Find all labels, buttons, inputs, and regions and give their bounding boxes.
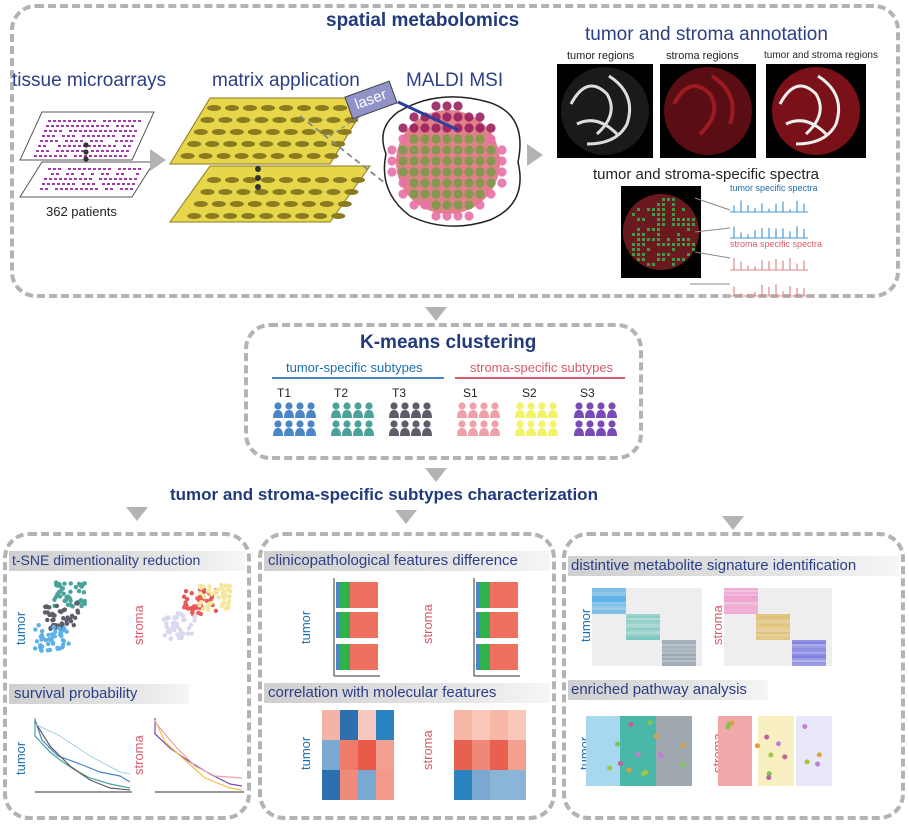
patients-label: 362 patients: [46, 204, 117, 219]
tma-slides: [20, 100, 160, 210]
correlation-heatmaps: [322, 710, 532, 802]
tma-slide-bottom: [20, 162, 154, 197]
both-regions-label: tumor and stroma regions: [764, 50, 878, 61]
spectra-plots: [690, 192, 810, 296]
pathway-label: enriched pathway analysis: [571, 681, 747, 698]
arrow-down-right: [722, 516, 744, 530]
arrow-down-1: [425, 307, 447, 321]
maldi-spot: [378, 92, 528, 232]
tumor-regions-image: [557, 64, 653, 158]
kmeans-title: K-means clustering: [360, 332, 536, 354]
correlation-tumor-label: tumor: [298, 737, 313, 770]
tsne-label: t-SNE dimentionality reduction: [12, 552, 200, 568]
stroma-subtypes-rule: [455, 377, 625, 379]
arrow-right-1: [150, 149, 166, 171]
stroma-regions-label: stroma regions: [666, 50, 739, 62]
annotation-title: tumor and stroma annotation: [585, 24, 828, 46]
tumor-regions-label: tumor regions: [567, 50, 634, 62]
clinico-tumor-label: tumor: [298, 611, 313, 644]
group-s2-label: S2: [522, 386, 537, 400]
tma-label: tissue microarrays: [12, 70, 166, 92]
stroma-regions-image: [660, 64, 756, 158]
matrix-label: matrix application: [212, 70, 360, 92]
maldi-label: MALDI MSI: [406, 70, 503, 92]
patient-icons: [270, 402, 640, 442]
group-t3-label: T3: [392, 386, 406, 400]
survival-curves: [30, 716, 245, 796]
group-t2-label: T2: [334, 386, 348, 400]
tsne-plots: [30, 576, 240, 660]
arrow-right-2: [527, 144, 543, 166]
clinico-label: clinicopathological features difference: [268, 552, 518, 569]
survival-tumor-label: tumor: [13, 742, 28, 775]
group-s1-label: S1: [463, 386, 478, 400]
tumor-subtypes-label: tumor-specific subtypes: [286, 360, 423, 375]
correlation-label: correlation with molecular features: [268, 684, 496, 701]
characterization-title: tumor and stroma-specific subtypes chara…: [170, 485, 598, 505]
signature-tumor-label: tumor: [578, 609, 593, 642]
arrow-down-2: [425, 468, 447, 482]
tumor-subtypes-rule: [272, 377, 444, 379]
stroma-subtypes-label: stroma-specific subtypes: [470, 360, 613, 375]
clinico-stacked-bars: [330, 578, 530, 680]
survival-label: survival probability: [14, 685, 137, 702]
arrow-down-left: [126, 507, 148, 521]
arrow-down-mid: [395, 510, 417, 524]
matrix-slides: [170, 96, 370, 226]
spectra-tissue-image: [621, 186, 701, 278]
group-s3-label: S3: [580, 386, 595, 400]
tsne-tumor-label: tumor: [13, 612, 28, 645]
spatial-metabolomics-title: spatial metabolomics: [326, 10, 519, 32]
signature-heatmaps: [592, 588, 832, 668]
pathway-plots: [586, 716, 836, 788]
both-regions-image: [766, 64, 866, 158]
signature-label: distintive metabolite signature identifi…: [571, 557, 856, 574]
spectra-title: tumor and stroma-specific spectra: [593, 166, 819, 183]
group-t1-label: T1: [277, 386, 291, 400]
